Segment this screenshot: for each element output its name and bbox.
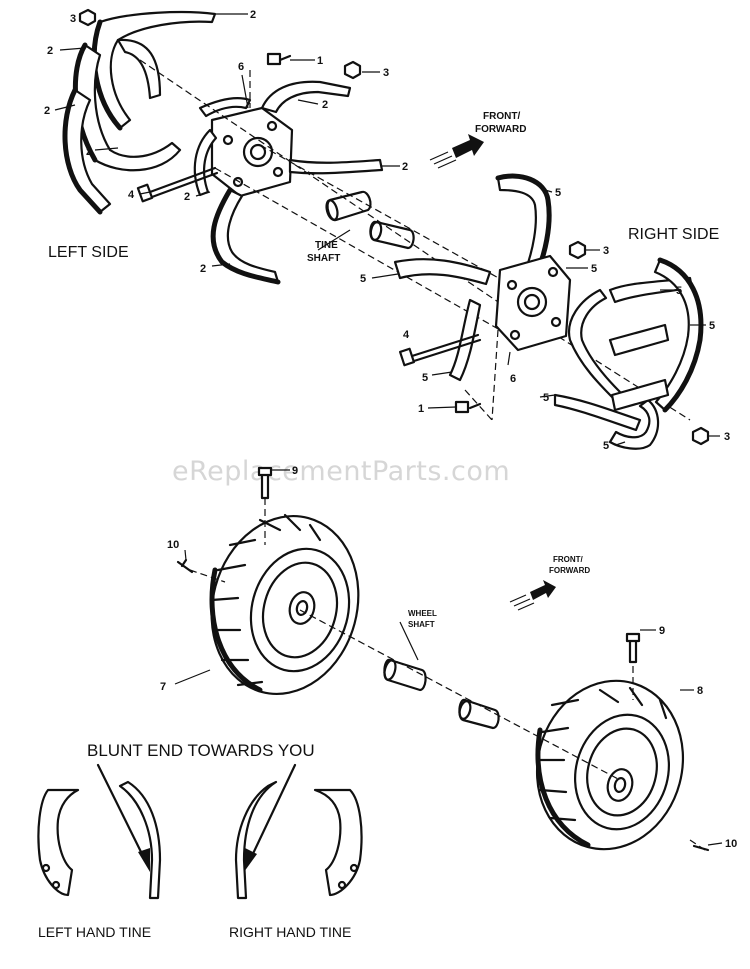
callout: 10 <box>725 838 737 850</box>
callout: 5 <box>709 320 715 332</box>
callout: 2 <box>184 191 190 203</box>
wheel-shaft-line1: WHEEL <box>408 609 437 618</box>
left-tine-assembly <box>62 8 384 285</box>
callout: 9 <box>659 625 665 637</box>
tine-shaft-line2: SHAFT <box>307 253 340 264</box>
callout: 5 <box>543 392 549 404</box>
callout: 2 <box>200 263 206 275</box>
callout: 5 <box>603 440 609 452</box>
right-hand-tine-illustration <box>234 780 363 900</box>
callout: 5 <box>555 187 561 199</box>
front-forward-arrow-bottom <box>509 580 556 611</box>
callout: 6 <box>238 61 244 73</box>
callout: 2 <box>250 9 256 21</box>
callout: 3 <box>724 431 730 443</box>
left-side-label: LEFT SIDE <box>48 244 129 261</box>
callout: 2 <box>322 99 328 111</box>
tine-shaft-line1: TINE <box>315 240 338 251</box>
callout: 2 <box>86 146 92 158</box>
callout: 10 <box>167 539 179 551</box>
callout: 4 <box>128 189 135 201</box>
callout: 8 <box>697 685 703 697</box>
callout: 5 <box>360 273 366 285</box>
front-forward-top-line2: FORWARD <box>475 124 526 135</box>
front-forward-bottom-line2: FORWARD <box>549 566 590 575</box>
callout: 3 <box>70 13 76 25</box>
right-tine-assembly <box>393 173 710 450</box>
right-hub-plate <box>494 254 572 352</box>
left-wheel <box>209 513 360 696</box>
callout: 2 <box>44 105 50 117</box>
leader-lines <box>54 13 723 846</box>
front-forward-bottom-line1: FRONT/ <box>553 555 584 564</box>
callout: 4 <box>403 329 410 341</box>
callout: 2 <box>402 161 408 173</box>
left-hand-tine-illustration <box>37 780 162 900</box>
front-forward-top-line1: FRONT/ <box>483 111 520 122</box>
watermark: eReplacementParts.com <box>172 456 510 487</box>
right-side-label: RIGHT SIDE <box>628 226 719 243</box>
callout: 6 <box>510 373 516 385</box>
callout: 1 <box>317 55 323 67</box>
callout: 5 <box>422 372 428 384</box>
callout: 3 <box>603 245 609 257</box>
wheel-shaft-line2: SHAFT <box>408 620 435 629</box>
right-wheel <box>535 679 685 851</box>
left-hand-tine-label: LEFT HAND TINE <box>38 924 151 940</box>
callout: 9 <box>292 465 298 477</box>
callout: 5 <box>676 285 682 297</box>
blunt-end-label: BLUNT END TOWARDS YOU <box>87 741 315 760</box>
tine-shaft <box>325 190 415 250</box>
wheel-shaft <box>383 658 500 730</box>
callout-numbers: 3 2 2 2 1 6 3 2 2 2 4 2 2 5 3 5 5 5 5 4 … <box>44 9 737 850</box>
callout: 2 <box>47 45 53 57</box>
front-forward-arrow-top <box>429 134 484 169</box>
right-hand-tine-label: RIGHT HAND TINE <box>229 924 351 940</box>
callout: 1 <box>418 403 424 415</box>
callout: 7 <box>160 681 166 693</box>
callout: 5 <box>591 263 597 275</box>
callout: 3 <box>383 67 389 79</box>
